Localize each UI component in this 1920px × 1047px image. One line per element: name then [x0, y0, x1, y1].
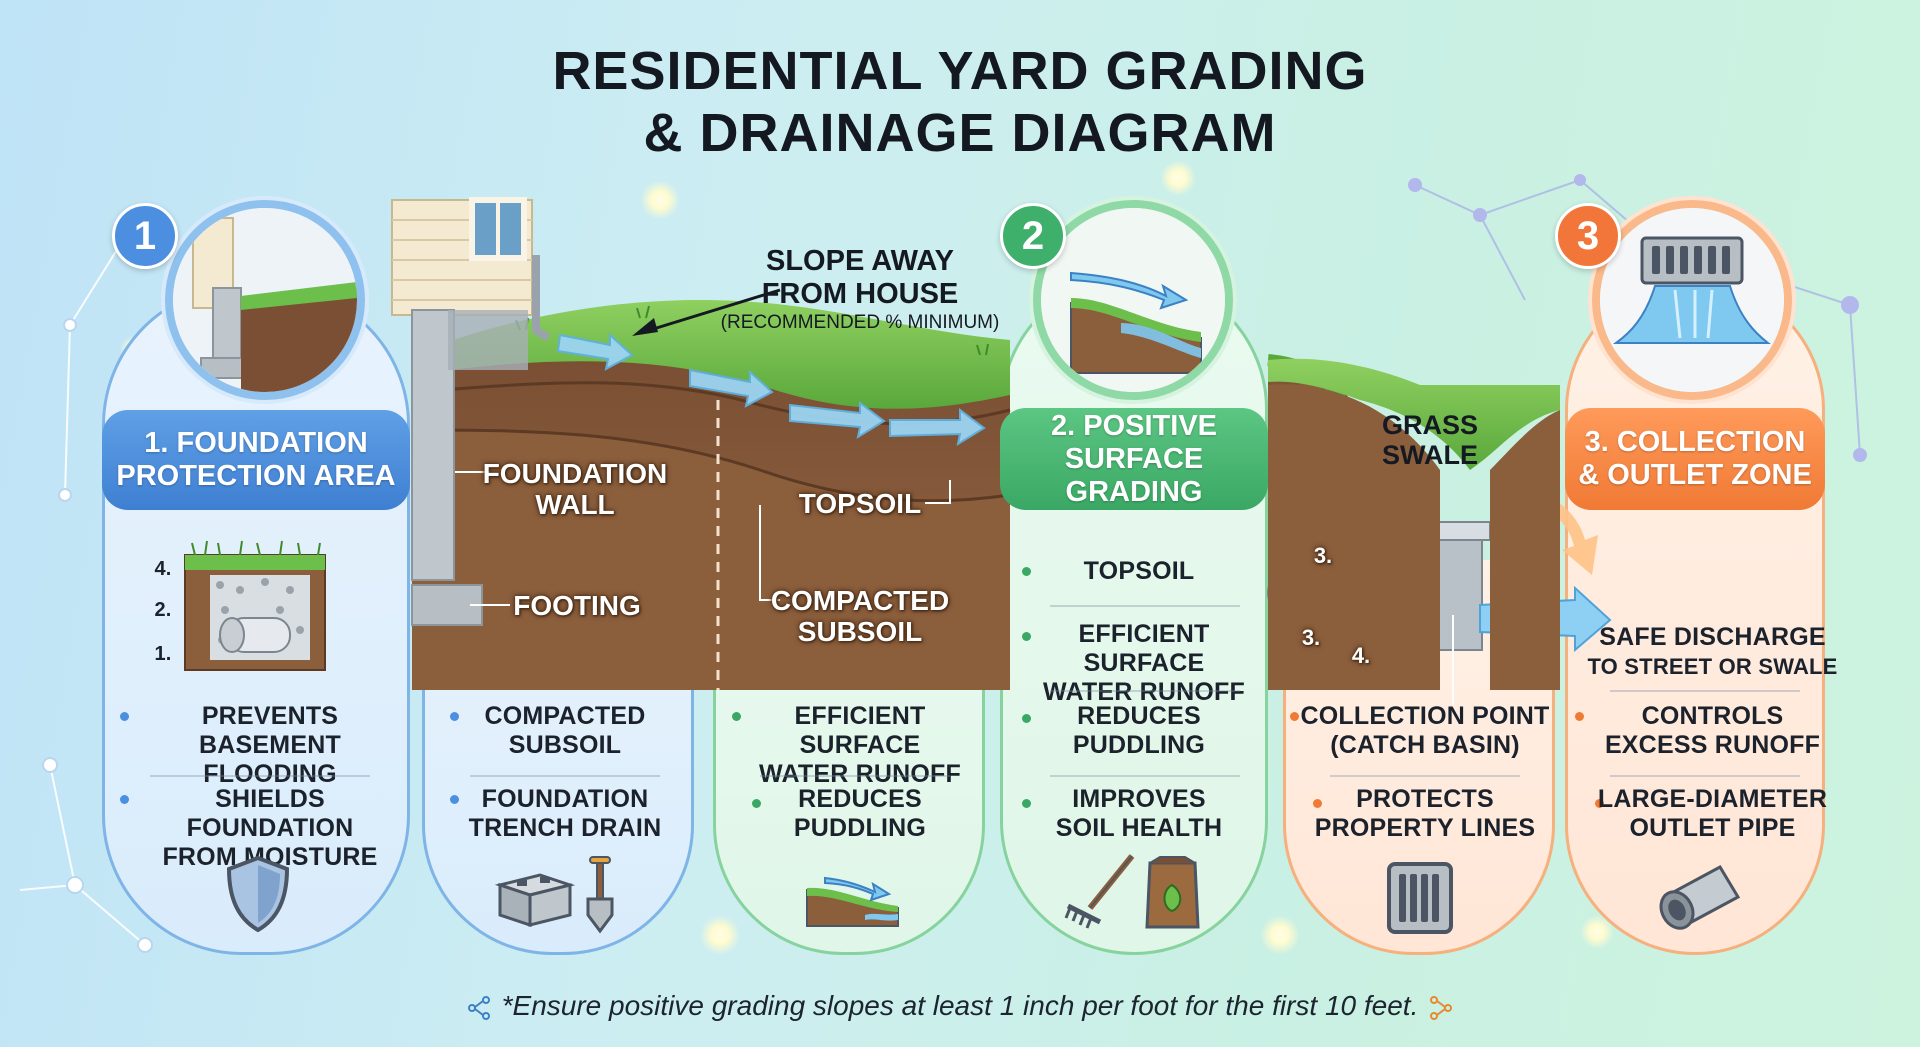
slope-callout: SLOPE AWAY FROM HOUSE (RECOMMENDED % MIN… — [720, 245, 1000, 333]
foundation-medal — [165, 200, 365, 400]
footnote: *Ensure positive grading slopes at least… — [0, 990, 1920, 1022]
outlet-medal — [1592, 200, 1792, 400]
network-icon — [467, 995, 490, 1020]
bullet — [752, 799, 761, 808]
divider — [1610, 690, 1800, 692]
layer-number-1: 1. — [154, 643, 172, 665]
bullet — [1022, 799, 1031, 808]
divider — [1050, 775, 1240, 777]
collection-point-item: COLLECTION POINT(CATCH BASIN) — [1300, 702, 1550, 759]
bullet — [450, 795, 459, 804]
bullet — [1022, 714, 1031, 723]
divider — [1610, 775, 1800, 777]
concrete-block-icon — [495, 873, 575, 928]
section-2-badge: 2 — [1000, 203, 1066, 269]
divider — [150, 775, 370, 777]
footing-label: FOOTING — [513, 590, 641, 621]
bullet — [1290, 712, 1299, 721]
outlet-pipe-icon — [1659, 865, 1741, 930]
bullet — [1575, 712, 1584, 721]
section-1-badge: 1 — [112, 203, 178, 269]
bullet — [1022, 632, 1031, 641]
rake-icon — [1064, 854, 1135, 929]
pipe-number-b: 3. — [1301, 625, 1321, 650]
slope-water-icon — [806, 876, 899, 927]
topsoil-label: TOPSOIL — [798, 488, 922, 519]
bullet — [1313, 799, 1322, 808]
pipe-number-a: 3. — [1313, 543, 1333, 568]
footnote-text: *Ensure positive grading slopes at least… — [501, 990, 1419, 1021]
bullet — [450, 712, 459, 721]
soil-bag-icon — [1145, 856, 1200, 929]
page-title: RESIDENTIAL YARD GRADING & DRAINAGE DIAG… — [0, 40, 1920, 164]
shovel-icon — [586, 856, 614, 934]
layer-number-4: 4. — [154, 558, 172, 580]
foundation-wall-label: FOUNDATION WALL — [482, 458, 668, 520]
divider — [1050, 690, 1240, 692]
bullet — [120, 795, 129, 804]
compacted-subsoil-label: COMPACTED SUBSOIL — [770, 585, 950, 647]
grass-swale-label: GRASS SWALE — [1381, 410, 1479, 470]
safe-discharge-item: SAFE DISCHARGE TO STREET OR SWALE — [1587, 623, 1838, 679]
section-1-heading: 1. FOUNDATION PROTECTION AREA — [102, 410, 410, 510]
divider — [1050, 605, 1240, 607]
grading-medal — [1033, 200, 1233, 400]
section-2-heading: 2. POSITIVE SURFACE GRADING — [1000, 408, 1268, 510]
bullet — [120, 712, 129, 721]
section-3-badge: 3 — [1555, 203, 1621, 269]
network-icon — [1430, 995, 1453, 1020]
bullet — [1595, 799, 1604, 808]
drain-grate-icon — [1387, 862, 1453, 934]
section-3-heading: 3. COLLECTION & OUTLET ZONE — [1565, 408, 1825, 510]
title-line-2: & DRAINAGE DIAGRAM — [643, 103, 1277, 163]
topsoil-item: TOPSOIL — [1083, 557, 1195, 585]
layer-number-2: 2. — [154, 599, 172, 621]
pipe-number-c: 4. — [1351, 643, 1371, 668]
divider — [1330, 775, 1520, 777]
bullet — [732, 712, 741, 721]
divider — [470, 775, 660, 777]
divider — [760, 775, 950, 777]
bullet — [1022, 567, 1031, 576]
soil-layers-illustration — [184, 540, 326, 671]
shield-icon — [226, 855, 290, 933]
title-line-1: RESIDENTIAL YARD GRADING — [552, 41, 1368, 101]
